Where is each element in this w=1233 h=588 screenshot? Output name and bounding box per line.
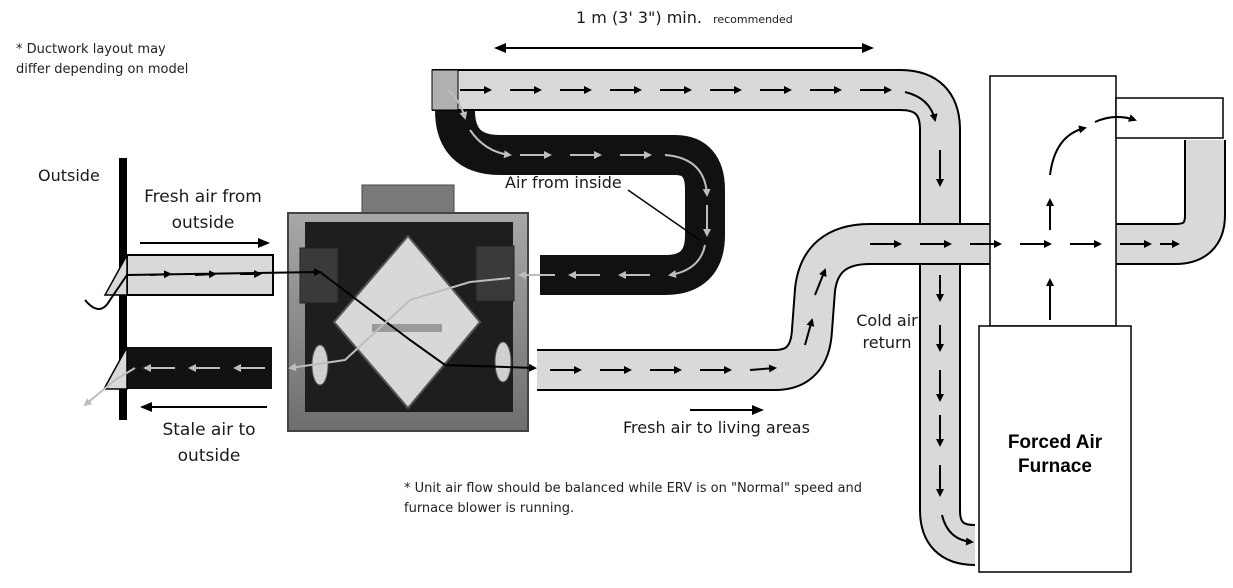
air-from-inside-pointer [627,189,701,241]
cold-air-return-line2: return [862,333,912,352]
cold-air-return-label: Cold air return [852,310,922,354]
balance-note-line1: * Unit air flow should be balanced while… [404,481,862,496]
furnace-label: Forced Air Furnace [985,431,1125,479]
air-from-inside-label: Air from inside [505,173,622,192]
fresh-air-from-outside-label: Fresh air from outside [136,184,270,236]
balance-note-line2: furnace blower is running. [404,501,575,516]
balance-note: * Unit air flow should be balanced while… [404,479,924,519]
fresh-intake-arrows [84,268,537,372]
dimension-sub-text: recommended [713,13,793,26]
erv-unit [287,184,529,432]
ductwork-note: * Ductwork layout may differ depending o… [16,40,236,80]
furnace-label-line2: Furnace [1018,456,1092,477]
stale-exhaust-arrows [83,364,265,407]
fresh-supply-arrows [550,114,1180,374]
stale-air-to-outside-label: Stale air to outside [150,417,268,469]
furnace-label-line1: Forced Air [1007,432,1103,453]
stale-air-to-outside-line2: outside [177,446,241,466]
dimension-main-text: 1 m (3' 3") min. [576,8,702,27]
ductwork-note-line1: * Ductwork layout may [16,42,166,57]
dimension-label: 1 m (3' 3") min. recommended [576,7,793,31]
return-duct-arrows [460,86,974,546]
outside-label: Outside [38,166,100,185]
ductwork-note-line2: differ depending on model [16,62,189,77]
inside-air-arrows [288,89,711,372]
cold-air-return-line1: Cold air [856,311,918,330]
fresh-air-from-outside-line2: outside [171,213,235,233]
return-grille [431,69,459,111]
stale-air-to-outside-line1: Stale air to [162,420,256,440]
fresh-air-from-outside-line1: Fresh air from [144,187,262,207]
fresh-air-to-living-label: Fresh air to living areas [623,418,810,437]
